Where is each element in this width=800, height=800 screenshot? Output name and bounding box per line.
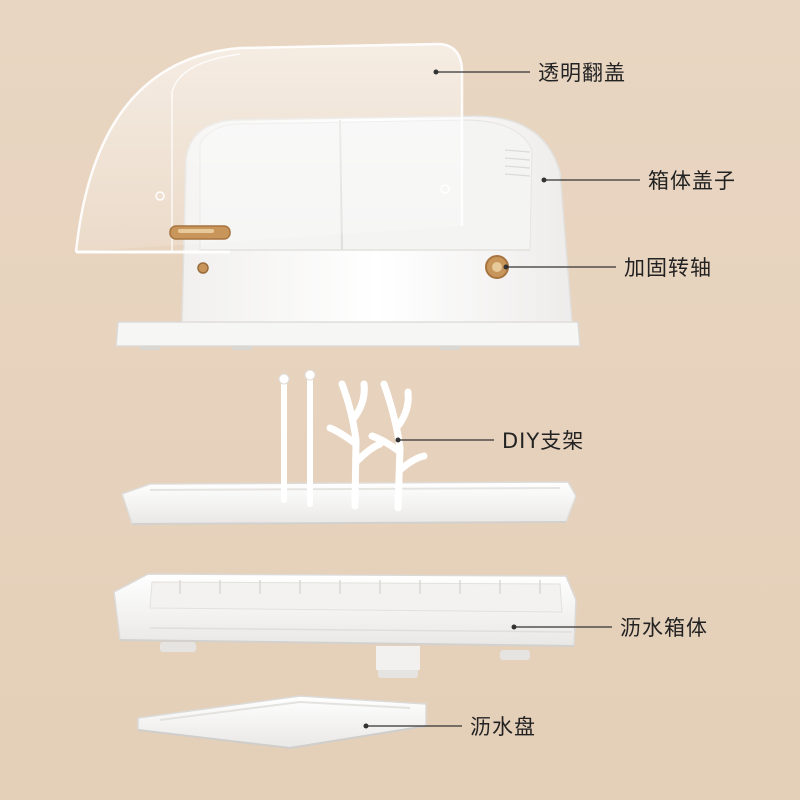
leader-dot [395,437,401,443]
leader-dot [363,723,369,729]
label-box-cover: 箱体盖子 [648,169,736,193]
screw-icon [197,262,209,274]
label-drain-tray: 沥水盘 [470,715,536,739]
label-hinge: 加固转轴 [624,256,712,280]
label-transparent-lid: 透明翻盖 [538,61,626,85]
diy-rack [121,369,577,525]
leader-dot [541,177,547,183]
label-diy-rack: DIY支架 [502,429,585,453]
drain-tray [137,695,427,749]
leader-dot [511,624,517,630]
leader-dot [433,69,439,75]
leader-lines [366,71,640,727]
label-drain-box: 沥水箱体 [620,616,708,640]
leader-dot [503,264,509,270]
hinge-knob [485,255,509,279]
drain-box [113,573,577,678]
transparent-lid [74,42,464,254]
